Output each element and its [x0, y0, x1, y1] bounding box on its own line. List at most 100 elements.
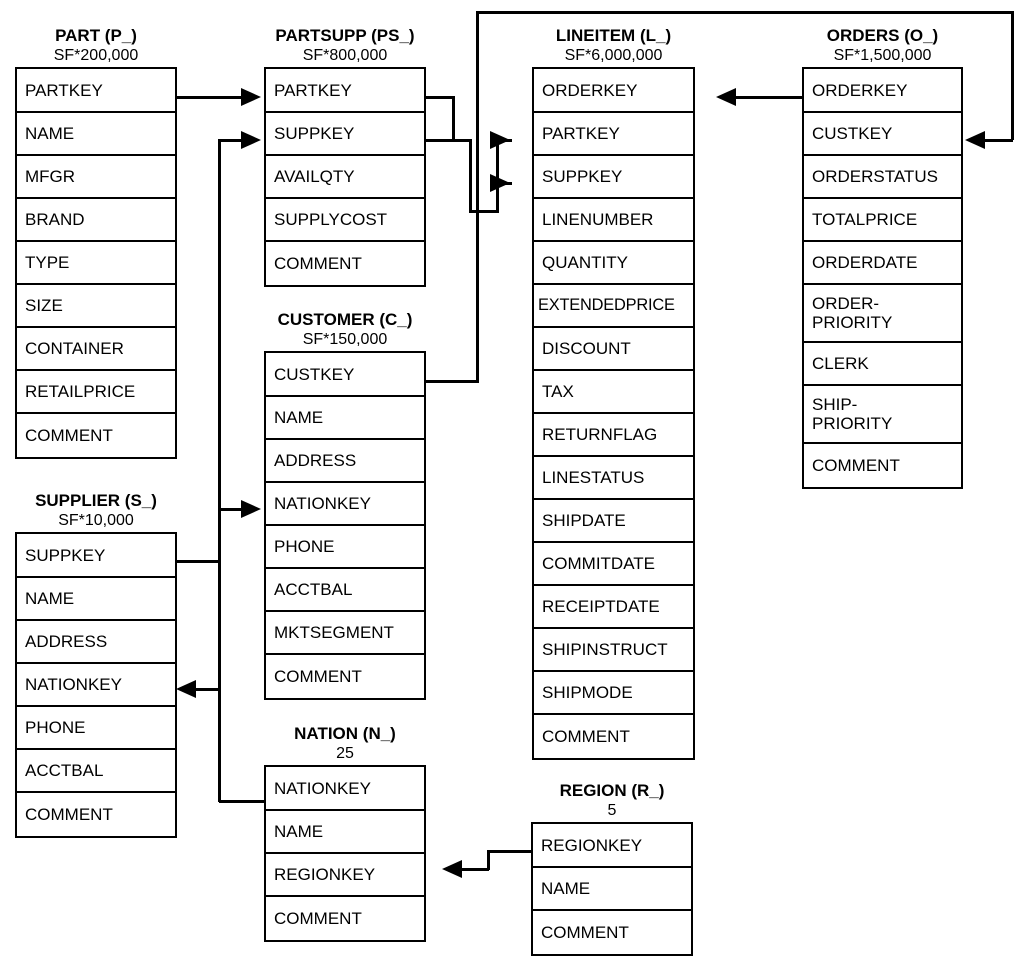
field-supplier-phone[interactable]: PHONE: [17, 707, 175, 750]
field-part-brand[interactable]: BRAND: [17, 199, 175, 242]
field-lineitem-comment[interactable]: COMMENT: [542, 727, 630, 746]
field-customer-phone[interactable]: PHONE: [266, 526, 424, 569]
field-orders-orderkey[interactable]: ORDERKEY: [804, 69, 961, 113]
field-region-name[interactable]: NAME: [533, 868, 691, 911]
field-customer-acctbal[interactable]: ACCTBAL: [266, 569, 424, 612]
field-part-mfgr[interactable]: MFGR: [17, 156, 175, 199]
connector-customer-custkey-v: [476, 11, 479, 382]
field-part-container[interactable]: CONTAINER: [17, 328, 175, 371]
field-orders-shippriority[interactable]: SHIP-PRIORITY: [804, 386, 961, 444]
field-part-comment[interactable]: COMMENT: [25, 426, 113, 445]
field-lineitem-quantity[interactable]: QUANTITY: [534, 242, 693, 285]
field-part-partkey[interactable]: PARTKEY: [17, 69, 175, 113]
connector-nation-to-customer-h: [218, 508, 242, 511]
field-lineitem-discount[interactable]: DISCOUNT: [534, 328, 693, 371]
table-customer-box: CUSTKEY NAME ADDRESS NATIONKEY PHONE ACC…: [264, 351, 426, 700]
table-supplier-box: SUPPKEY NAME ADDRESS NATIONKEY PHONE ACC…: [15, 532, 177, 838]
field-supplier-name[interactable]: NAME: [17, 578, 175, 621]
field-supplier-address[interactable]: ADDRESS: [17, 621, 175, 664]
table-customer: CUSTOMER (C_) SF*150,000 CUSTKEY NAME AD…: [264, 310, 426, 700]
field-part-retailprice[interactable]: RETAILPRICE: [17, 371, 175, 414]
table-partsupp-cardinality: SF*800,000: [302, 47, 388, 64]
field-partsupp-availqty[interactable]: AVAILQTY: [266, 156, 424, 199]
field-orders-totalprice[interactable]: TOTALPRICE: [804, 199, 961, 242]
table-supplier: SUPPLIER (S_) SF*10,000 SUPPKEY NAME ADD…: [15, 491, 177, 838]
field-part-size[interactable]: SIZE: [17, 285, 175, 328]
field-nation-regionkey[interactable]: REGIONKEY: [266, 854, 424, 897]
field-lineitem-commitdate[interactable]: COMMITDATE: [534, 543, 693, 586]
field-supplier-acctbal[interactable]: ACCTBAL: [17, 750, 175, 793]
table-lineitem-title: LINEITEM (L_): [555, 26, 672, 45]
field-supplier-nationkey[interactable]: NATIONKEY: [17, 664, 175, 707]
field-orders-orderstatus[interactable]: ORDERSTATUS: [804, 156, 961, 199]
field-lineitem-suppkey[interactable]: SUPPKEY: [534, 156, 693, 199]
field-supplier-comment[interactable]: COMMENT: [25, 805, 113, 824]
field-orders-orderpriority[interactable]: ORDER-PRIORITY: [804, 285, 961, 343]
field-region-regionkey[interactable]: REGIONKEY: [533, 824, 691, 868]
arrowhead-partsupp-partkey: [241, 88, 261, 106]
arrowhead-lineitem-suppkey: [490, 174, 510, 192]
connector-customer-right-v: [1011, 11, 1014, 140]
field-customer-custkey[interactable]: CUSTKEY: [266, 353, 424, 397]
field-part-type[interactable]: TYPE: [17, 242, 175, 285]
connector-region-regionkey-v: [487, 850, 490, 870]
connector-supplier-suppkey-v: [218, 140, 221, 563]
connector-orders-to-lineitem: [736, 96, 802, 99]
field-part-name[interactable]: NAME: [17, 113, 175, 156]
table-region: REGION (R_) 5 REGIONKEY NAME COMMENT: [531, 781, 693, 956]
table-partsupp: PARTSUPP (PS_) SF*800,000 PARTKEY SUPPKE…: [264, 26, 426, 287]
connector-partsupp-merge-h: [452, 139, 472, 142]
table-orders-cardinality: SF*1,500,000: [833, 47, 932, 64]
connector-partsupp-partkey-v: [452, 96, 455, 142]
field-lineitem-linenumber[interactable]: LINENUMBER: [534, 199, 693, 242]
connector-partsupp-to-lineitem-h: [469, 210, 499, 213]
field-lineitem-shipdate[interactable]: SHIPDATE: [534, 500, 693, 543]
field-lineitem-receiptdate[interactable]: RECEIPTDATE: [534, 586, 693, 629]
arrowhead-partsupp-suppkey: [241, 131, 261, 149]
table-part-box: PARTKEY NAME MFGR BRAND TYPE SIZE CONTAI…: [15, 67, 177, 459]
field-region-comment[interactable]: COMMENT: [541, 923, 629, 942]
arrowhead-supplier-nationkey: [176, 680, 196, 698]
field-orders-orderdate[interactable]: ORDERDATE: [804, 242, 961, 285]
field-supplier-suppkey[interactable]: SUPPKEY: [17, 534, 175, 578]
table-partsupp-title: PARTSUPP (PS_): [275, 26, 415, 45]
field-nation-comment[interactable]: COMMENT: [274, 909, 362, 928]
field-customer-nationkey[interactable]: NATIONKEY: [266, 483, 424, 526]
field-lineitem-linestatus[interactable]: LINESTATUS: [534, 457, 693, 500]
field-lineitem-extendedprice[interactable]: EXTENDEDPRICE: [534, 285, 693, 328]
field-lineitem-tax[interactable]: TAX: [534, 371, 693, 414]
field-partsupp-supplycost[interactable]: SUPPLYCOST: [266, 199, 424, 242]
field-lineitem-partkey[interactable]: PARTKEY: [534, 113, 693, 156]
field-orders-comment[interactable]: COMMENT: [812, 456, 900, 475]
table-orders-box: ORDERKEY CUSTKEY ORDERSTATUS TOTALPRICE …: [802, 67, 963, 489]
field-partsupp-partkey[interactable]: PARTKEY: [266, 69, 424, 113]
field-customer-address[interactable]: ADDRESS: [266, 440, 424, 483]
field-lineitem-shipinstruct[interactable]: SHIPINSTRUCT: [534, 629, 693, 672]
field-lineitem-shipmode[interactable]: SHIPMODE: [534, 672, 693, 715]
table-nation-title: NATION (N_): [294, 724, 396, 743]
field-lineitem-returnflag[interactable]: RETURNFLAG: [534, 414, 693, 457]
field-orders-custkey[interactable]: CUSTKEY: [804, 113, 961, 156]
field-orders-clerk[interactable]: CLERK: [804, 343, 961, 386]
table-lineitem-cardinality: SF*6,000,000: [564, 47, 663, 64]
table-lineitem-box: ORDERKEY PARTKEY SUPPKEY LINENUMBER QUAN…: [532, 67, 695, 760]
arrowhead-lineitem-orderkey: [716, 88, 736, 106]
field-customer-comment[interactable]: COMMENT: [274, 667, 362, 686]
table-region-cardinality: 5: [607, 802, 617, 819]
field-partsupp-suppkey[interactable]: SUPPKEY: [266, 113, 424, 156]
connector-customer-to-orders-h: [984, 139, 1013, 142]
field-nation-nationkey[interactable]: NATIONKEY: [266, 767, 424, 811]
arrowhead-lineitem-partkey: [490, 131, 510, 149]
field-lineitem-orderkey[interactable]: ORDERKEY: [534, 69, 693, 113]
field-nation-name[interactable]: NAME: [266, 811, 424, 854]
table-supplier-title: SUPPLIER (S_): [35, 491, 157, 510]
table-part-title: PART (P_): [55, 26, 137, 45]
table-region-title: REGION (R_): [559, 781, 665, 800]
connector-supplier-suppkey-h: [177, 560, 221, 563]
field-partsupp-comment[interactable]: COMMENT: [274, 254, 362, 273]
connector-customer-top-h: [476, 11, 1014, 14]
field-customer-mktsegment[interactable]: MKTSEGMENT: [266, 612, 424, 655]
field-customer-name[interactable]: NAME: [266, 397, 424, 440]
connector-region-to-nation-h: [462, 868, 489, 871]
